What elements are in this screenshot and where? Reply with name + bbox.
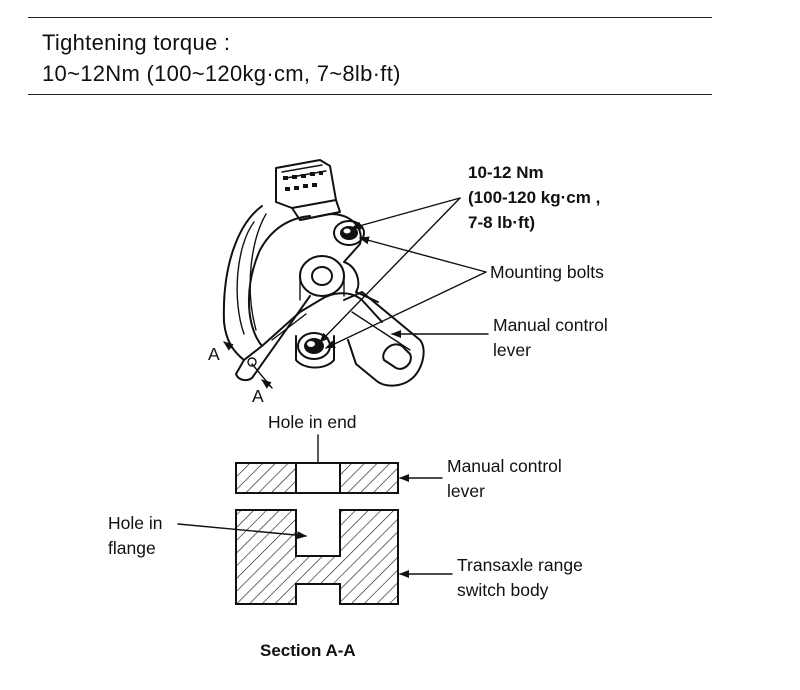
section-manual-lever-label-line1: Manual control [447, 456, 562, 476]
manual-lever-label-line2: lever [493, 340, 531, 360]
section-marker-upper: A [208, 341, 234, 364]
section-marker-label: A [208, 344, 220, 364]
section-manual-lever-label-line2: lever [447, 481, 485, 501]
manual-lever-label-line1: Manual control [493, 315, 608, 335]
hole-in-end-label: Hole in end [268, 412, 357, 432]
torque-callout-line2: (100-120 kg·cm , [468, 188, 600, 207]
torque-callout: 10-12 Nm (100-120 kg·cm , 7-8 lb·ft) [319, 163, 600, 343]
mounting-bolts-callout: Mounting bolts [325, 236, 604, 349]
torque-spec-value: 10~12Nm (100~120kg·cm, 7~8lb·ft) [42, 61, 401, 86]
switch-body-label-line2: switch body [457, 580, 549, 600]
torque-callout-line3: 7-8 lb·ft) [468, 213, 535, 232]
hole-in-flange-label-line1: Hole in [108, 513, 162, 533]
connector-block [275, 159, 341, 221]
lever-arm [235, 295, 311, 382]
torque-spec-title: Tightening torque : [42, 30, 231, 55]
lever-cross-section [235, 462, 399, 494]
section-marker-lower: A [251, 363, 273, 406]
range-switch-drawing [222, 159, 425, 387]
section-marker-label: A [252, 386, 264, 406]
manual-lever-callout: Manual control lever [391, 315, 608, 360]
center-boss [299, 255, 345, 301]
upper-mounting-bolt [333, 220, 365, 246]
section-a-a: Hole in end Manual control lever Hole in… [108, 412, 583, 660]
mounting-bolts-label: Mounting bolts [490, 262, 604, 282]
switch-body-label-line1: Transaxle range [457, 555, 583, 575]
section-caption: Section A-A [260, 641, 356, 660]
top-rule [28, 17, 712, 18]
bottom-rule [28, 94, 712, 95]
torque-callout-line1: 10-12 Nm [468, 163, 544, 182]
lower-mounting-bolt [295, 332, 335, 369]
switch-body-cross-section [235, 509, 399, 605]
hole-in-flange-label-line2: flange [108, 538, 156, 558]
manual-control-lever [343, 291, 425, 387]
